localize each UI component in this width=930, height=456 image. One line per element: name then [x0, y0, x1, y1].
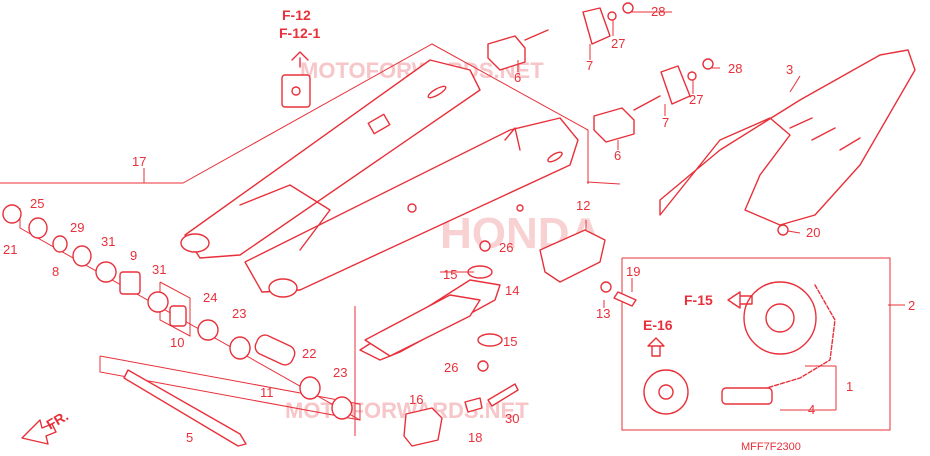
- front-direction-arrow-icon: [21, 419, 57, 445]
- bolt-19: [613, 291, 637, 307]
- chain-adjuster-upper: [487, 2, 634, 71]
- callout-15-upper: 15: [443, 267, 457, 282]
- chain-slider-lower: [364, 294, 481, 357]
- ref-f15: F-15: [684, 292, 713, 308]
- assembly-outline-drive-kit: [621, 257, 891, 431]
- assembly-outline-swingarm: [0, 43, 589, 184]
- swingarm-part: [180, 59, 579, 298]
- f12-bracket-part: [281, 74, 311, 108]
- callout-31-left: 31: [101, 234, 115, 249]
- leader-lines: [143, 11, 905, 411]
- part-16: [403, 407, 443, 447]
- pivot-parts: [2, 204, 353, 420]
- e16-arrow-icon: [647, 337, 665, 357]
- callout-23-lower: 23: [333, 365, 347, 380]
- callout-6-upper: 6: [514, 70, 521, 85]
- callout-13: 13: [596, 306, 610, 321]
- callout-2: 2: [908, 298, 915, 313]
- diagram-code: MFF7F2300: [741, 441, 801, 453]
- callout-3: 3: [786, 62, 793, 77]
- callout-25: 25: [30, 196, 44, 211]
- screw-26-lower: [477, 360, 489, 372]
- callout-17: 17: [132, 154, 146, 169]
- chain-adjuster-lower: [593, 58, 714, 143]
- callout-28-lower: 28: [728, 61, 742, 76]
- ref-e16: E-16: [643, 317, 673, 333]
- drive-sprocket-part: [643, 369, 689, 415]
- callout-9: 9: [130, 248, 137, 263]
- chain-guide-part: [539, 229, 606, 283]
- chain-joint-part: [721, 387, 773, 405]
- callout-22: 22: [302, 346, 316, 361]
- f15-arrow-icon: [727, 291, 753, 309]
- callout-4: 4: [808, 402, 815, 417]
- callout-30: 30: [505, 411, 519, 426]
- pivot-axle-part: [123, 369, 247, 447]
- callout-27-upper: 27: [611, 36, 625, 51]
- callout-15-lower: 15: [503, 334, 517, 349]
- callout-14: 14: [505, 283, 519, 298]
- callout-5: 5: [186, 430, 193, 445]
- callout-7-upper: 7: [586, 58, 593, 73]
- callout-28-upper: 28: [651, 4, 665, 19]
- assembly-outline-swingarm-end: [586, 181, 621, 185]
- callout-12: 12: [576, 198, 590, 213]
- screw-26-upper: [479, 240, 491, 252]
- callout-19: 19: [626, 264, 640, 279]
- callout-26-upper: 26: [499, 240, 513, 255]
- chain-case-vents: [789, 117, 861, 151]
- driven-sprocket-part: [743, 281, 817, 355]
- slider-rubber-15-lower: [477, 333, 503, 347]
- callout-27-lower: 27: [689, 92, 703, 107]
- ref-f12-1: F-12-1: [279, 25, 320, 41]
- callout-21: 21: [3, 242, 17, 257]
- part-18: [464, 397, 483, 413]
- callout-11: 11: [260, 385, 274, 400]
- f12-arrow-icon: [291, 51, 309, 68]
- callout-16: 16: [409, 392, 423, 407]
- callout-31-right: 31: [152, 262, 166, 277]
- ref-f12: F-12: [282, 7, 311, 23]
- callout-29: 29: [70, 220, 84, 235]
- bolt-20: [777, 224, 789, 236]
- callout-24: 24: [203, 290, 217, 305]
- callout-18: 18: [468, 430, 482, 445]
- chain-case-part: [659, 49, 916, 226]
- callout-1: 1: [846, 379, 853, 394]
- callout-20: 20: [806, 225, 820, 240]
- callout-10: 10: [170, 335, 184, 350]
- callout-7-lower: 7: [662, 115, 669, 130]
- callout-6-lower: 6: [614, 148, 621, 163]
- washer-13: [600, 281, 612, 293]
- bolt-30: [487, 383, 519, 407]
- assembly-outline-axle: [99, 355, 361, 421]
- callout-8: 8: [52, 264, 59, 279]
- callout-23-upper: 23: [232, 306, 246, 321]
- callout-26-lower: 26: [444, 360, 458, 375]
